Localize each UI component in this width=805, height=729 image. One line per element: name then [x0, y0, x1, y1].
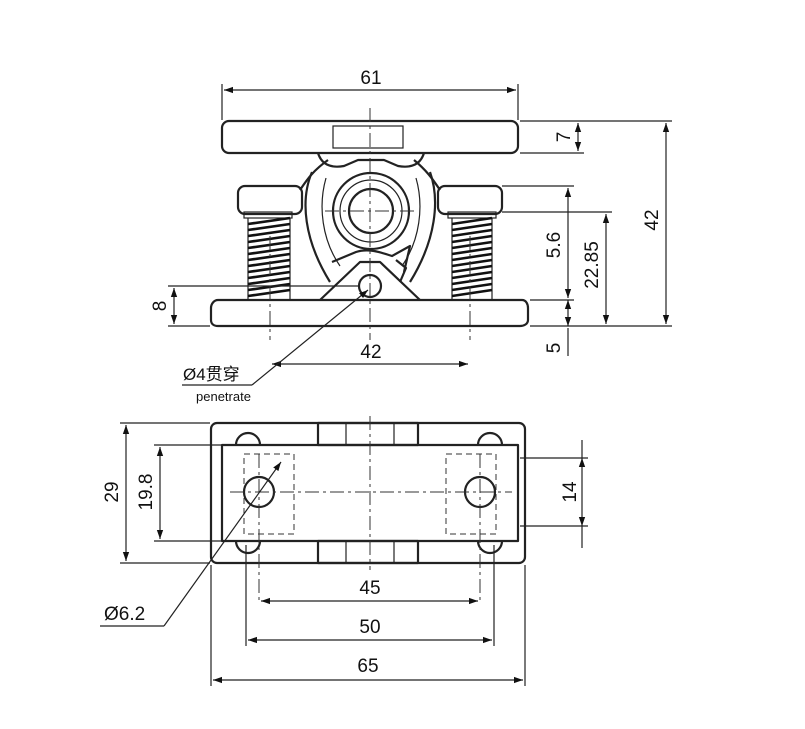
diameter-text: Ø6.2: [104, 604, 145, 625]
left-spring-coil: [247, 216, 291, 298]
dim-61-text: 61: [360, 68, 381, 89]
top-view: 29 19.8 14 45 50 65 Ø6.2: [100, 416, 588, 686]
dim-65-text: 65: [357, 656, 378, 677]
latch-hook: [331, 244, 412, 273]
cap-bottom-right: [476, 540, 504, 555]
hidden-left-pocket: [243, 453, 295, 535]
dim-42-horizontal-text: 42: [360, 342, 381, 363]
dim-45-text: 45: [359, 578, 380, 599]
top-hinge-block-top: [316, 421, 420, 447]
dim-50-text: 50: [359, 617, 380, 638]
dim-5-6-text: 5.6: [544, 232, 565, 258]
left-spring-cap: [236, 184, 304, 216]
dim-14-text: 14: [560, 481, 581, 503]
right-spring-cap: [436, 184, 504, 216]
body-right-contour: [409, 171, 437, 283]
dim-42-vertical-text: 42: [642, 209, 663, 230]
hole-note-en-text: penetrate: [196, 389, 251, 404]
handle-neck: [316, 152, 426, 168]
handle-label-recess: [332, 125, 404, 149]
dim-8-text: 8: [150, 301, 171, 312]
body-left-contour: [304, 171, 331, 283]
hole-leader-line: [251, 289, 369, 386]
diameter-leader-line: [163, 461, 282, 627]
cap-top-left: [234, 431, 262, 446]
top-hinge-block-bottom: [316, 539, 420, 565]
base-plate: [209, 298, 530, 328]
front-view: 61 7 42 5.6 22.85 5 8 42: [150, 68, 672, 404]
right-spring-coil: [451, 216, 493, 298]
hidden-right-pocket: [445, 453, 497, 535]
cap-bottom-left: [234, 540, 262, 555]
dim-5-text: 5: [544, 343, 565, 354]
right-spring-collar: [447, 211, 497, 219]
dim-22-85-text: 22.85: [582, 241, 603, 289]
right-arm: [413, 159, 441, 191]
left-spring-collar: [243, 211, 293, 219]
body-left-inner: [321, 177, 341, 267]
dim-29-text: 29: [102, 481, 123, 502]
dim-19-8-text: 19.8: [136, 474, 157, 511]
cap-top-right: [476, 431, 504, 446]
latch-tip: [395, 259, 408, 283]
dim-7-text: 7: [554, 132, 575, 143]
hole-note-text: Ø4贯穿: [183, 365, 240, 384]
